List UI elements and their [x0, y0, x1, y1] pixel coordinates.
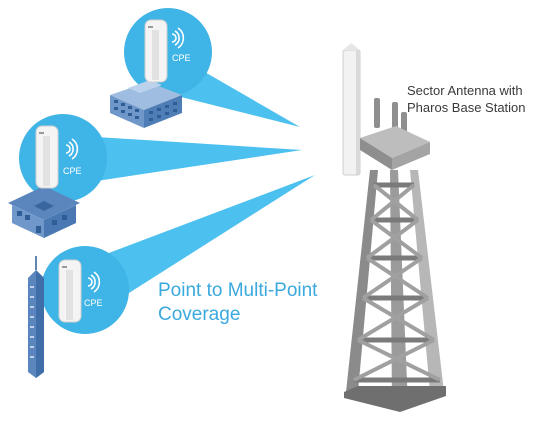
beam-bottom — [85, 175, 315, 305]
cpe-circle-top — [124, 8, 212, 96]
house-icon — [8, 186, 80, 238]
cpe-device-icon — [144, 19, 168, 83]
cpe-site-office: CPE — [110, 8, 212, 128]
beam-middle — [65, 135, 302, 185]
coverage-label-line1: Point to Multi-Point — [158, 280, 318, 301]
tower-label-line2: Pharos Base Station — [407, 100, 526, 115]
cpe-site-skyscraper: CPE — [28, 246, 129, 378]
cpe-label: CPE — [84, 298, 103, 308]
coverage-label-line2: Coverage — [158, 304, 241, 325]
coverage-label: Point to Multi-Point Coverage — [158, 279, 317, 327]
wifi-signal-icon — [171, 27, 185, 49]
sector-antenna-icon — [342, 43, 361, 176]
cpe-device-icon — [35, 125, 59, 189]
cpe-label: CPE — [63, 166, 82, 176]
cpe-device-icon — [58, 259, 82, 323]
wifi-signal-icon — [87, 271, 101, 293]
tower-label-line1: Sector Antenna with — [407, 83, 523, 98]
base-station-tower — [342, 43, 446, 412]
skyscraper-icon — [28, 256, 44, 378]
tower-lattice — [344, 170, 446, 412]
top-antennas — [374, 98, 407, 136]
tower-platform — [360, 126, 430, 158]
cpe-site-house: CPE — [8, 114, 107, 238]
wifi-signal-icon — [65, 138, 79, 160]
cpe-label: CPE — [172, 53, 191, 63]
cpe-circle-bottom — [41, 246, 129, 334]
office-building-icon — [110, 80, 182, 128]
tower-label: Sector Antenna with Pharos Base Station — [407, 82, 526, 116]
cpe-circle-middle — [19, 114, 107, 202]
